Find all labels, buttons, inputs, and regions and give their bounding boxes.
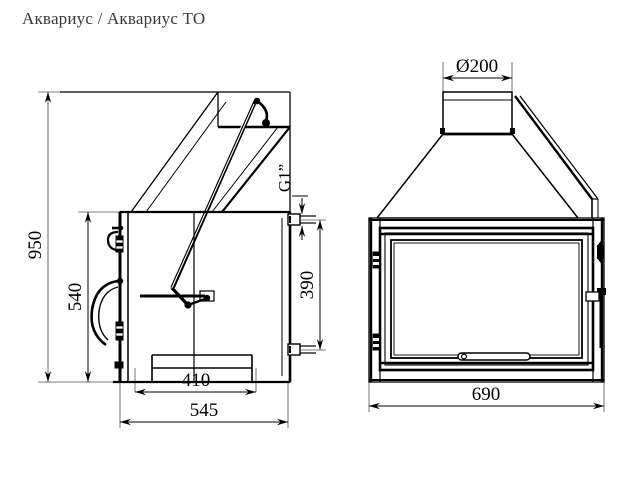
- air-control-slider: [457, 352, 531, 361]
- front-elevation-view: Ø200 690: [368, 56, 606, 412]
- flue-collar: [440, 91, 515, 136]
- dimension-connection-spacing-390: [300, 219, 326, 351]
- dimension-overall-height-950: [44, 92, 52, 382]
- hood-outline: [60, 91, 291, 213]
- side-section-view: 950 540 410 545 390: [25, 91, 326, 428]
- dimension-overall-depth-545: [120, 418, 288, 426]
- door-glass-pane: [390, 239, 583, 359]
- door-leaf: [378, 226, 595, 372]
- side-view-door-handle: [90, 225, 124, 347]
- front-view-extension-lines: [368, 62, 605, 412]
- dimension-label-flue-diameter: Ø200: [456, 56, 498, 77]
- front-view-hinges: [372, 251, 380, 351]
- page-title: Аквариус / Аквариус ТО: [22, 9, 206, 28]
- dimension-label-950: 950: [25, 231, 46, 260]
- water-connection-pipes: [287, 213, 316, 356]
- dimension-body-depth-410: [135, 388, 256, 396]
- dimension-label-410: 410: [182, 370, 211, 391]
- dimension-label-545: 545: [190, 400, 219, 421]
- dimension-pipe-thread-G1: [292, 195, 308, 240]
- side-view-base-legs: [146, 354, 258, 383]
- side-view-hinges: [114, 235, 124, 369]
- damper-rod-mechanism: [140, 97, 270, 309]
- dimension-overall-width-690: [369, 402, 604, 410]
- dimension-label-690: 690: [472, 384, 501, 405]
- hood-trapezoid: [376, 95, 599, 219]
- dimension-flue-diameter-200: [443, 74, 512, 82]
- front-view-door-handle: [585, 241, 606, 348]
- dimension-label-390: 390: [297, 271, 318, 300]
- side-view-extension-lines: [38, 91, 289, 428]
- dimension-body-height-540: [84, 212, 92, 382]
- dimension-label-540: 540: [65, 283, 86, 312]
- dimension-label-G1: G1”: [275, 164, 294, 192]
